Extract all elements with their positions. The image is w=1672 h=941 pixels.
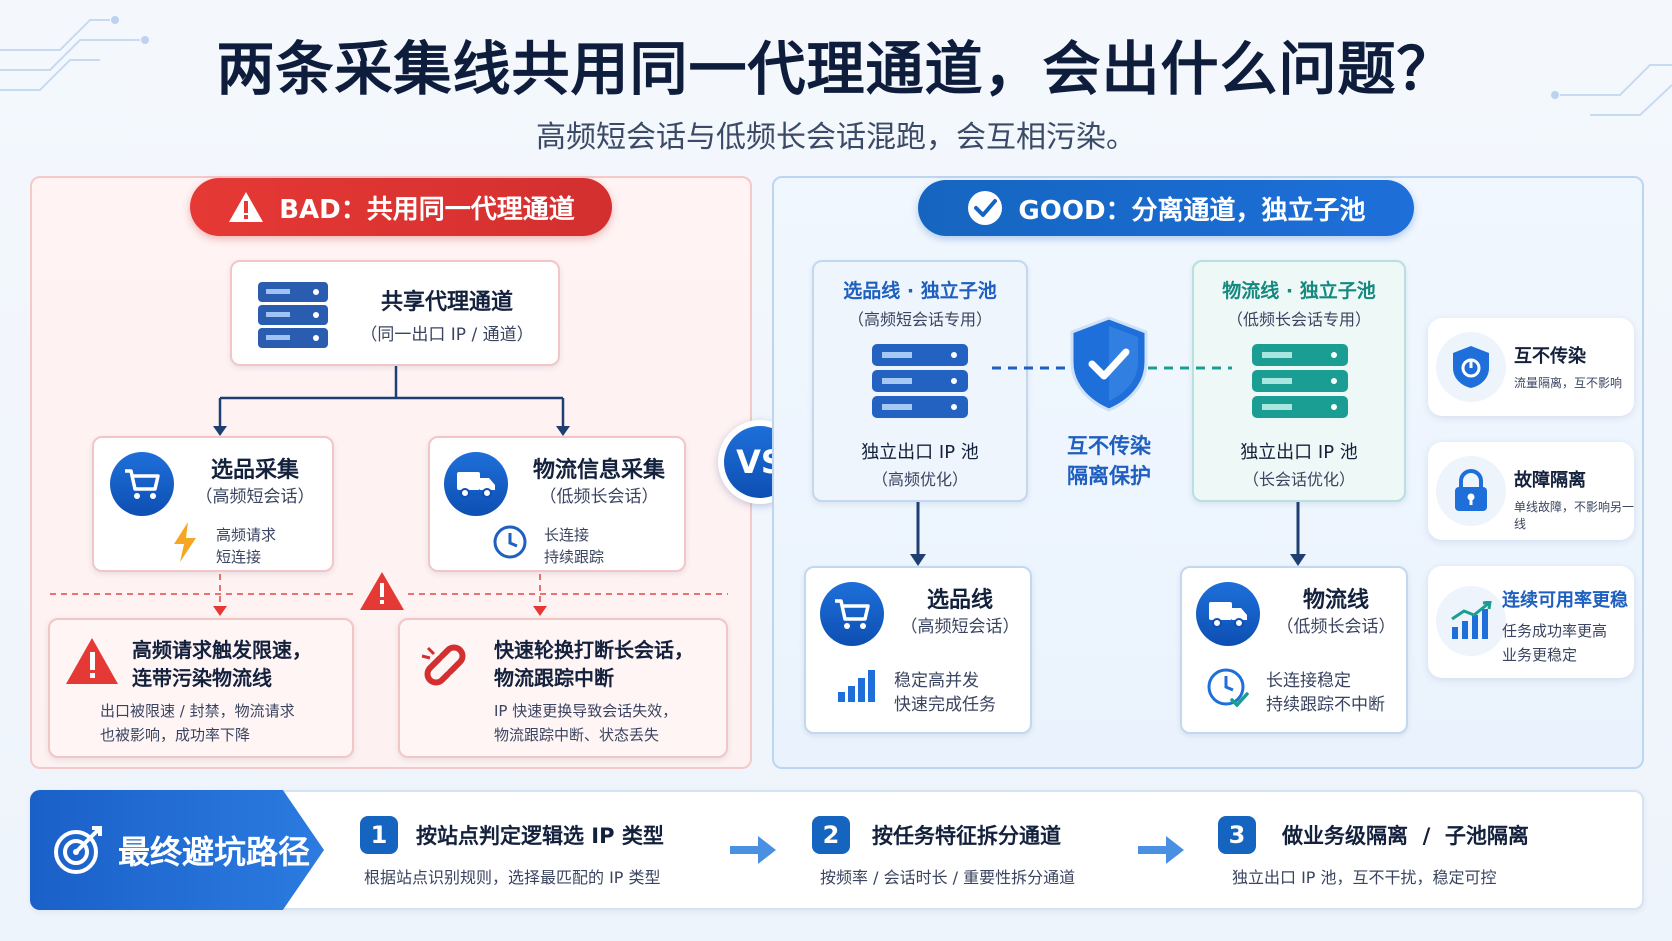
line-a-title: 选品线: [926, 588, 993, 613]
problem1-title2: 连带污染物流线: [132, 666, 272, 690]
shared-proxy-subtitle: （同一出口 IP / 通道）: [360, 325, 534, 345]
cart-icon: [820, 582, 884, 646]
step1-title: 按站点判定逻辑选 IP 类型: [416, 824, 664, 848]
line-b-card: 物流线 （低频长会话） 长连接稳定 持续跟踪不中断: [1180, 566, 1408, 734]
step1-desc: 根据站点识别规则，选择最匹配的 IP 类型: [364, 868, 661, 887]
shield-check-icon: [1070, 316, 1148, 412]
bad-banner: BAD：共用同一代理通道: [190, 178, 612, 236]
shared-proxy-title: 共享代理通道: [380, 290, 513, 315]
page-subtitle: 高频短会话与低频长会话混跑，会互相污染。: [536, 120, 1136, 155]
page-title: 两条采集线共用同一代理通道，会出什么问题？: [216, 35, 1456, 103]
shield-icon: [1436, 332, 1506, 402]
line-b-note2: 持续跟踪不中断: [1266, 695, 1385, 715]
benefit2-desc: 单线故障，不影响另一线: [1514, 500, 1635, 531]
bottom-label: 最终避坑路径: [30, 790, 324, 910]
pool-a-sublabel: （高频优化）: [871, 470, 968, 489]
pool-a-subtitle: （高频短会话专用）: [847, 310, 992, 329]
pool-a-title: 选品线 · 独立子池: [843, 280, 997, 302]
step1-number: 1: [360, 816, 398, 854]
bad-connectors: [50, 366, 728, 616]
problem1-title1: 高频请求触发限速，: [132, 638, 312, 662]
selection-title: 选品采集: [210, 458, 299, 483]
step2-desc: 按频率 / 会话时长 / 重要性拆分通道: [820, 868, 1076, 887]
pool-b-card: 物流线 · 独立子池 （低频长会话专用） 独立出口 IP 池 （长会话优化）: [1192, 260, 1406, 502]
problem1-desc1: 出口被限速 / 封禁，物流请求: [100, 702, 295, 720]
shared-proxy-card: 共享代理通道 （同一出口 IP / 通道）: [230, 260, 560, 366]
pool-b-title: 物流线 · 独立子池: [1222, 280, 1376, 302]
cart-icon: [110, 452, 174, 516]
benefit3-desc1: 任务成功率更高: [1502, 622, 1608, 640]
logistics-subtitle: （低频长会话）: [539, 487, 659, 507]
problem2-title1: 快速轮换打断长会话，: [494, 638, 694, 662]
bad-banner-label: BAD：共用同一代理通道: [279, 194, 575, 225]
selection-note2: 短连接: [216, 548, 262, 566]
lightning-icon: [174, 522, 196, 562]
truck-icon: [1196, 582, 1260, 646]
logistics-note1: 长连接: [544, 526, 590, 544]
problem-card-ratelimit: 高频请求触发限速， 连带污染物流线 出口被限速 / 封禁，物流请求 也被影响，成…: [48, 618, 354, 758]
selection-note1: 高频请求: [216, 526, 277, 544]
step3-desc: 独立出口 IP 池，互不干扰，稳定可控: [1232, 868, 1497, 887]
problem-card-session-break: 快速轮换打断长会话， 物流跟踪中断 IP 快速更换导致会话失效， 物流跟踪中断、…: [398, 618, 728, 758]
pool-a-label: 独立出口 IP 池: [861, 442, 979, 463]
truck-icon: [444, 452, 508, 516]
line-b-title: 物流线: [1302, 588, 1369, 613]
step2-number: 2: [812, 816, 850, 854]
lock-icon: [1436, 456, 1506, 526]
check-circle-icon: [968, 191, 1003, 225]
problem1-desc2: 也被影响，成功率下降: [100, 726, 251, 744]
clock-check-icon: [1207, 668, 1249, 708]
line-a-note2: 快速完成任务: [894, 695, 996, 715]
benefit2-title: 故障隔离: [1514, 470, 1586, 491]
benefit-card-fault: 故障隔离 单线故障，不影响另一线: [1428, 442, 1634, 540]
pool-a-card: 选品线 · 独立子池 （高频短会话专用） 独立出口 IP 池 （高频优化）: [812, 260, 1028, 502]
benefit3-desc2: 业务更稳定: [1502, 646, 1578, 664]
server-icon: [258, 282, 328, 348]
line-a-note1: 稳定高并发: [894, 671, 979, 691]
benefit3-title: 连续可用率更稳: [1502, 590, 1628, 611]
pool-b-label: 独立出口 IP 池: [1240, 442, 1358, 463]
server-icon: [872, 344, 968, 418]
shield-label1: 互不传染: [1067, 434, 1151, 458]
step3-number: 3: [1218, 816, 1256, 854]
benefit-card-availability: 连续可用率更稳 任务成功率更高 业务更稳定: [1428, 566, 1634, 678]
bar-chart-icon: [838, 670, 875, 702]
line-a-card: 选品线 （高频短会话） 稳定高并发 快速完成任务: [804, 566, 1032, 734]
benefit1-title: 互不传染: [1514, 346, 1586, 367]
problem2-desc1: IP 快速更换导致会话失效，: [494, 702, 678, 720]
warning-icon: [66, 638, 118, 684]
problem2-desc2: 物流跟踪中断、状态丢失: [494, 726, 660, 744]
logistics-card: 物流信息采集 （低频长会话） 长连接 持续跟踪: [428, 436, 686, 572]
growth-chart-icon: [1436, 586, 1506, 656]
line-a-subtitle: （高频短会话）: [900, 617, 1020, 637]
shield-label2: 隔离保护: [1067, 464, 1151, 488]
selection-card: 选品采集 （高频短会话） 高频请求 短连接: [92, 436, 334, 572]
logistics-title: 物流信息采集: [532, 458, 665, 483]
pool-b-sublabel: （长会话优化）: [1242, 470, 1355, 489]
step3-title: 做业务级隔离 / 子池隔离: [1282, 824, 1529, 848]
target-icon: [54, 826, 102, 874]
line-b-note1: 长连接稳定: [1266, 671, 1351, 691]
good-banner: GOOD：分离通道，独立子池: [918, 180, 1414, 236]
bottom-label-text: 最终避坑路径: [118, 833, 311, 871]
broken-link-icon: [421, 644, 466, 686]
pool-b-subtitle: （低频长会话专用）: [1226, 310, 1371, 329]
benefit1-desc: 流量隔离，互不影响: [1514, 376, 1623, 390]
benefit-card-isolation: 互不传染 流量隔离，互不影响: [1428, 318, 1634, 416]
arrow-right-icon: [1138, 836, 1184, 864]
arrow-right-icon: [730, 836, 776, 864]
line-b-subtitle: （低频长会话）: [1276, 617, 1396, 637]
warning-icon: [229, 192, 264, 222]
problem2-title2: 物流跟踪中断: [494, 666, 614, 690]
step2-title: 按任务特征拆分通道: [872, 824, 1061, 848]
selection-subtitle: （高频短会话）: [195, 487, 315, 507]
good-banner-label: GOOD：分离通道，独立子池: [1018, 195, 1366, 226]
clock-icon: [493, 525, 527, 559]
logistics-note2: 持续跟踪: [544, 548, 605, 566]
server-icon: [1252, 344, 1348, 418]
